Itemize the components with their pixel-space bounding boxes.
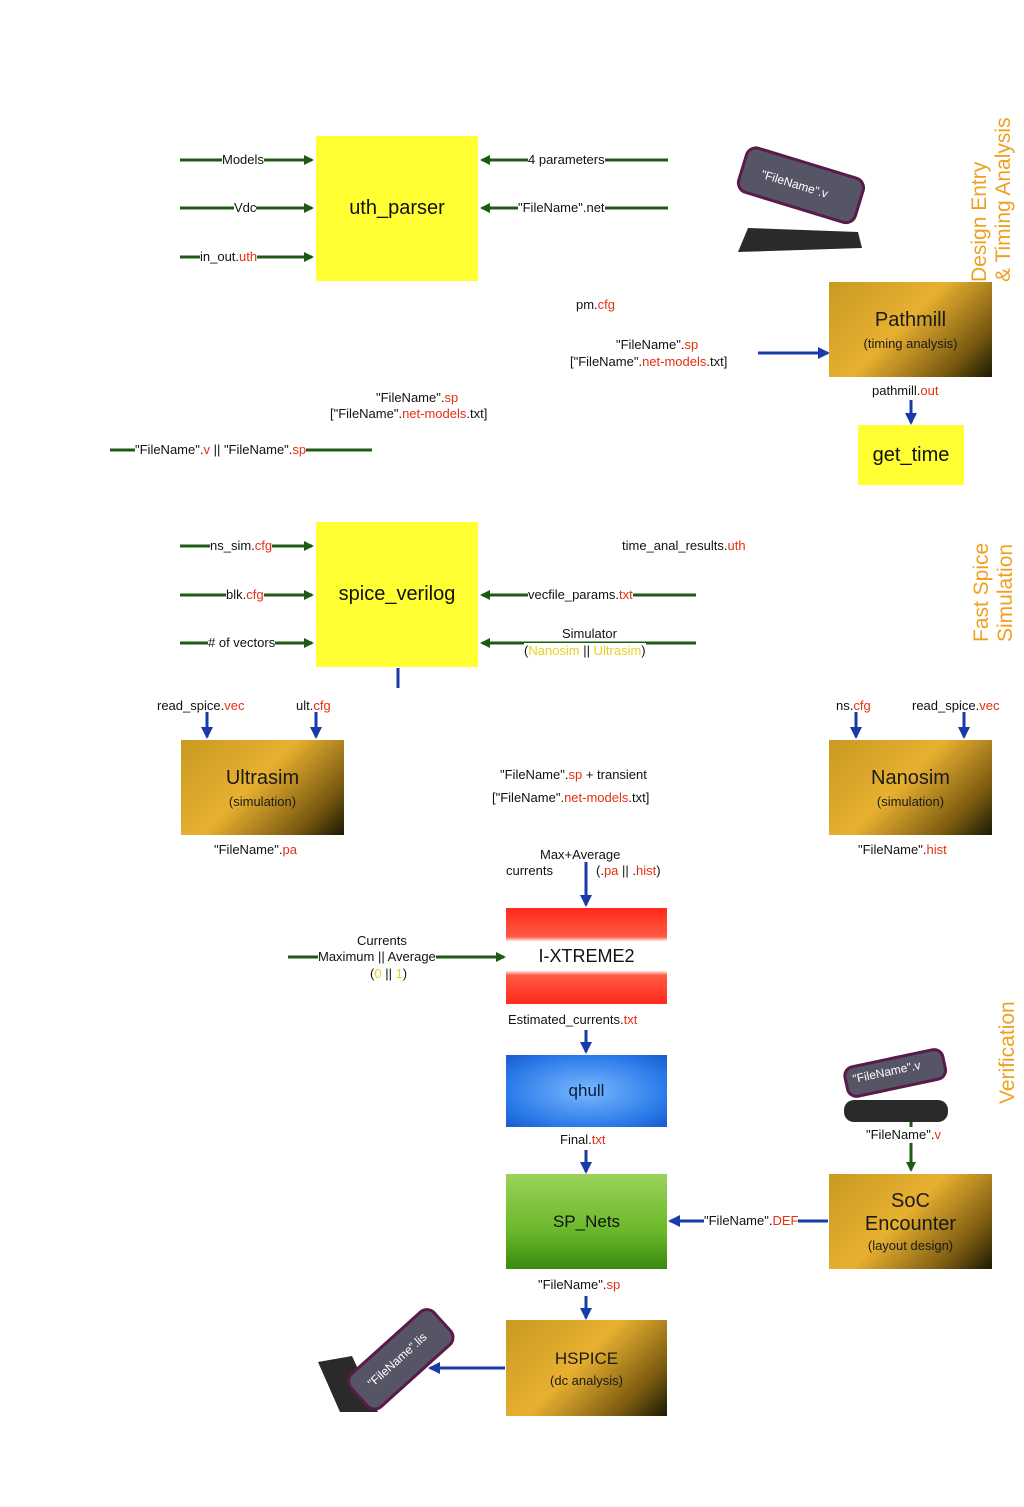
uth-parser-box: uth_parser: [316, 136, 478, 281]
currents-label-1: Currents: [357, 933, 407, 948]
time-anal-label: time_anal_results.uth: [622, 538, 746, 553]
ns-sim-label: ns_sim.cfg: [210, 538, 273, 554]
def-label: "FileName".DEF: [704, 1213, 799, 1229]
v-or-sp-label: "FileName".v || "FileName".sp: [135, 442, 307, 458]
hspice-sub-label: (dc analysis): [550, 1372, 623, 1388]
currents-label-2: Maximum || Average: [318, 949, 436, 965]
pathmill-in1-label: "FileName".sp: [616, 337, 699, 352]
ixtreme-box: I-XTREME2: [506, 908, 667, 1004]
vecfile-label: vecfile_params.txt: [528, 587, 633, 603]
get-time-box: get_time: [858, 425, 964, 485]
read-spice-r-label: read_spice.vec: [912, 698, 1000, 713]
qhull-box: qhull: [506, 1055, 667, 1127]
currents-label-3: (0 || 1): [370, 966, 408, 981]
models-label: Models: [222, 152, 264, 168]
spice-verilog-box: spice_verilog: [316, 522, 478, 667]
soc-sub-label: (layout design): [867, 1238, 954, 1253]
four-params-label: 4 parameters: [528, 152, 605, 168]
nanosim-sub-label: (simulation): [876, 793, 945, 809]
hspice-box: HSPICE (dc analysis): [506, 1320, 667, 1416]
vectors-label: # of vectors: [208, 635, 276, 651]
read-spice-l-label: read_spice.vec: [157, 698, 245, 713]
sp-nets-label: SP_Nets: [552, 1211, 621, 1231]
design-entry-title: Design Entry & Timing Analysis: [968, 117, 1015, 282]
sp-nets-box: SP_Nets: [506, 1174, 667, 1269]
soc-label: SoC: [891, 1190, 930, 1212]
nanosim-box: Nanosim (simulation): [829, 740, 992, 835]
ns-cfg-label: ns.cfg: [836, 698, 871, 713]
ultrasim-box: Ultrasim (simulation): [181, 740, 344, 835]
transient-label: "FileName".sp + transient: [500, 767, 647, 782]
top-file-icon: [736, 146, 866, 252]
get-time-label: get_time: [872, 443, 950, 466]
vdc-label: Vdc: [234, 200, 257, 216]
estimated-currents-label: Estimated_currents.txt: [508, 1012, 638, 1028]
mid-net-label: ["FileName".net-models.txt]: [330, 406, 488, 421]
pathmill-sub-label: (timing analysis): [863, 335, 958, 351]
pathmill-label: Pathmill: [874, 308, 947, 331]
fast-spice-title: Fast Spice Simulation: [970, 542, 1017, 642]
nanosim-label: Nanosim: [871, 766, 950, 789]
soc-encounter-box: SoC Encounter (layout design): [829, 1174, 992, 1269]
encounter-label: Encounter: [864, 1213, 957, 1235]
transient-net-label: ["FileName".net-models.txt]: [492, 790, 650, 805]
ult-cfg-label: ult.cfg: [296, 698, 331, 713]
qhull-label: qhull: [568, 1081, 605, 1100]
maxavg-label-3: (.pa || .hist): [596, 863, 661, 878]
mid-sp-label: "FileName".sp: [376, 390, 459, 405]
spice-verilog-label: spice_verilog: [338, 583, 456, 605]
maxavg-label-1: Max+Average: [540, 847, 621, 862]
verif-file-icon: [843, 1048, 948, 1122]
simulator-label: Simulator: [562, 626, 617, 641]
pm-cfg-label: pm.cfg: [576, 297, 616, 312]
ixtreme-label: I-XTREME2: [538, 945, 635, 966]
maxavg-label-2: currents: [506, 863, 553, 878]
hspice-label: HSPICE: [554, 1348, 619, 1368]
filename-net-label: "FileName".net: [518, 200, 605, 216]
ultrasim-sub-label: (simulation): [228, 793, 297, 809]
blk-label: blk.cfg: [226, 587, 264, 603]
ultrasim-label: Ultrasim: [225, 766, 300, 789]
hspice-input-label: "FileName".sp: [538, 1277, 621, 1293]
pathmill-box: Pathmill (timing analysis): [829, 282, 992, 377]
in-out-label: in_out.uth: [200, 249, 258, 265]
pathmill-out-label: pathmill.out: [872, 383, 939, 398]
soc-input-label: "FileName".v: [866, 1127, 941, 1143]
ultrasim-out-label: "FileName".pa: [214, 842, 297, 857]
bottom-file-icon: [318, 1308, 455, 1412]
final-label: Final.txt: [560, 1132, 606, 1148]
pathmill-in2-label: ["FileName".net-models.txt]: [570, 354, 728, 369]
simulator-choice-label: (Nanosim || Ultrasim): [524, 643, 646, 659]
nanosim-out-label: "FileName".hist: [858, 842, 947, 857]
verification-title: Verification: [996, 1001, 1019, 1104]
uth-parser-label: uth_parser: [349, 197, 445, 219]
